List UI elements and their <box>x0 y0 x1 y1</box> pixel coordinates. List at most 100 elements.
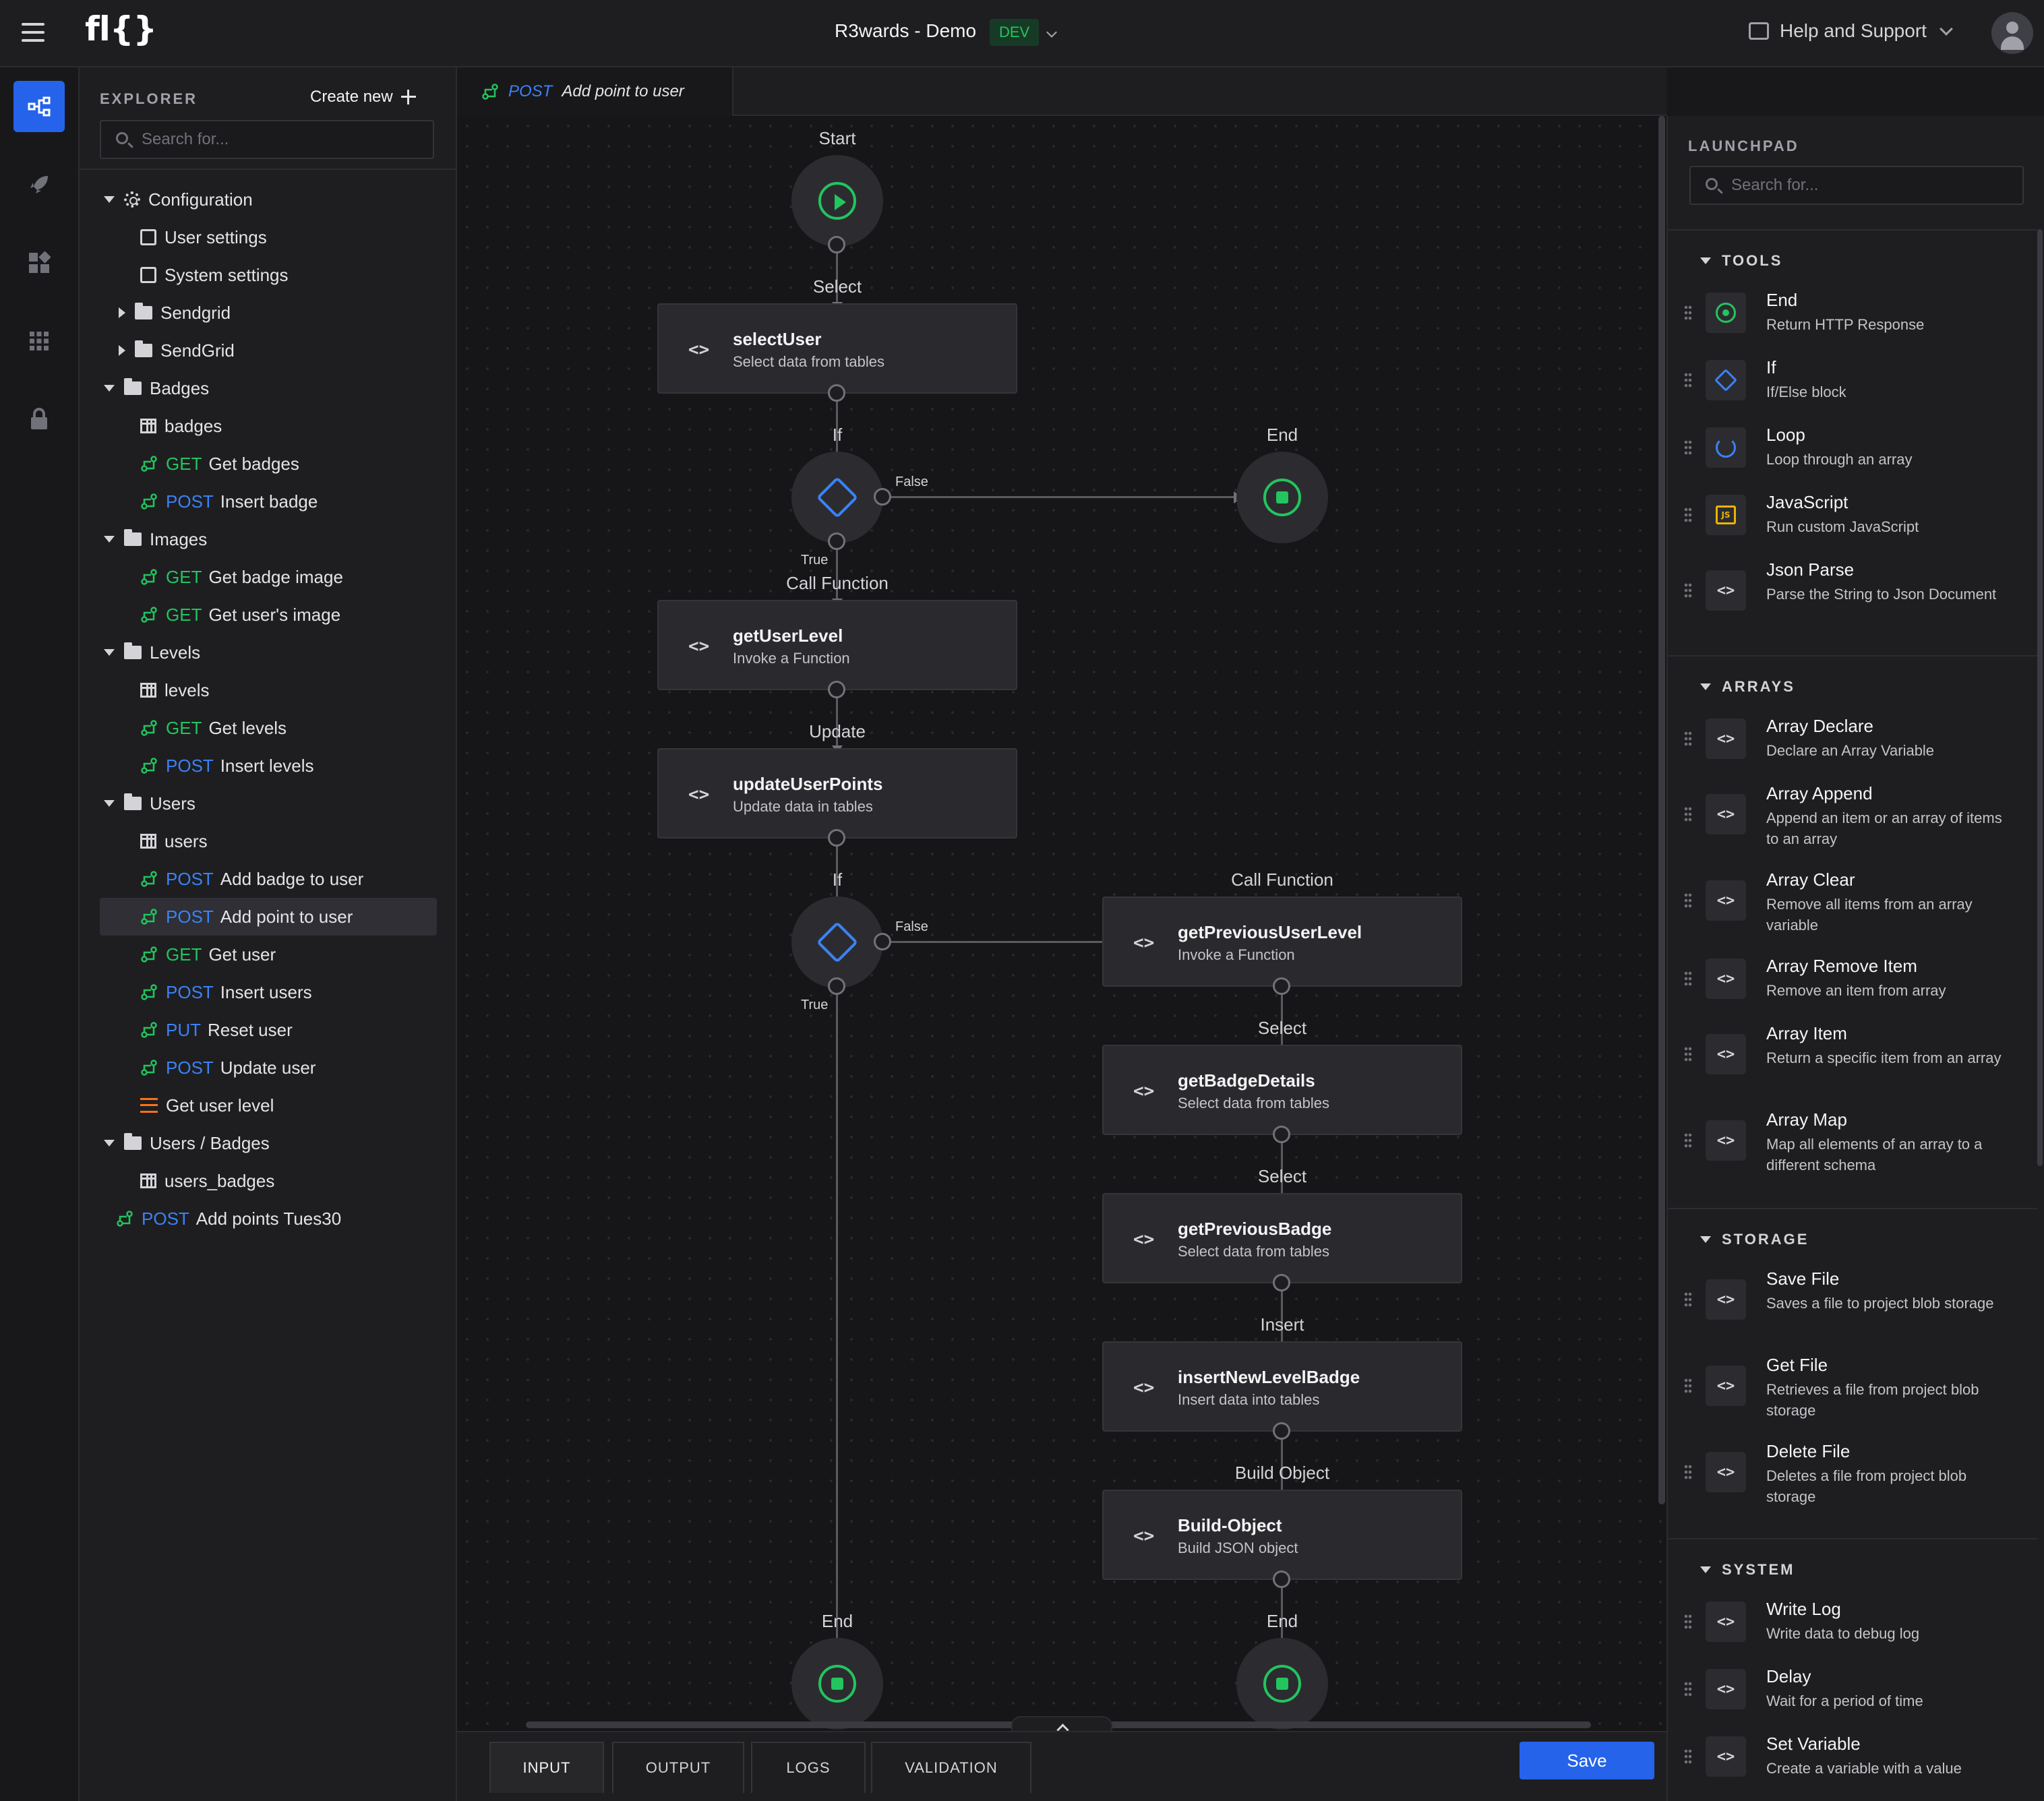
caret-down-icon[interactable] <box>104 649 115 656</box>
block-get-badge-details[interactable]: <> getBadgeDetails Select data from tabl… <box>1102 1045 1462 1135</box>
port[interactable] <box>1273 1274 1290 1291</box>
end-node[interactable] <box>1236 452 1328 543</box>
block-update-user-points[interactable]: <> updateUserPoints Update data in table… <box>657 748 1017 838</box>
drag-handle-icon[interactable] <box>1684 582 1692 599</box>
port[interactable] <box>1273 1422 1290 1440</box>
menu-icon[interactable] <box>22 23 44 42</box>
drag-handle-icon[interactable] <box>1684 1291 1692 1308</box>
caret-down-icon[interactable] <box>104 536 115 543</box>
drag-handle-icon[interactable] <box>1684 731 1692 747</box>
port[interactable] <box>828 236 845 253</box>
section-header[interactable]: TOOLS <box>1700 252 1782 270</box>
section-header[interactable]: ARRAYS <box>1700 678 1795 696</box>
flow-canvas[interactable]: Start Select <> selectUser Select data f… <box>457 116 1666 1731</box>
chevron-down-icon[interactable] <box>1046 27 1057 38</box>
rail-components-button[interactable] <box>13 237 65 288</box>
drag-handle-icon[interactable] <box>1684 1681 1692 1697</box>
launchpad-search[interactable] <box>1689 166 2024 205</box>
tree-item[interactable]: Users <box>100 785 437 822</box>
port-true[interactable] <box>828 532 845 550</box>
rail-explorer-button[interactable] <box>13 81 65 132</box>
explorer-search[interactable] <box>100 120 434 159</box>
end-node[interactable] <box>791 1638 883 1730</box>
block-get-previous-user-level[interactable]: <> getPreviousUserLevel Invoke a Functio… <box>1102 896 1462 987</box>
tab-output[interactable]: OUTPUT <box>612 1742 744 1793</box>
block-build-object[interactable]: <> Build-Object Build JSON object <box>1102 1490 1462 1580</box>
drag-handle-icon[interactable] <box>1684 971 1692 987</box>
drag-handle-icon[interactable] <box>1684 1464 1692 1480</box>
caret-down-icon[interactable] <box>104 196 115 203</box>
section-header[interactable]: STORAGE <box>1700 1231 1809 1248</box>
drag-handle-icon[interactable] <box>1684 1378 1692 1394</box>
project-name[interactable]: R3wards - Demo <box>835 20 977 41</box>
port[interactable] <box>828 384 845 402</box>
caret-down-icon[interactable] <box>104 385 115 392</box>
drag-handle-icon[interactable] <box>1684 305 1692 321</box>
tree-item[interactable]: Get user level <box>100 1087 437 1124</box>
save-button[interactable]: Save <box>1520 1742 1654 1779</box>
avatar[interactable] <box>1991 12 2033 54</box>
port-false[interactable] <box>874 933 891 950</box>
rail-security-button[interactable] <box>13 394 65 445</box>
caret-right-icon[interactable] <box>119 307 125 318</box>
tree-item[interactable]: Sendgrid <box>100 294 437 332</box>
tree-item[interactable]: users <box>100 822 437 860</box>
tab-add-point-to-user[interactable]: POST Add point to user <box>457 67 733 116</box>
tree-item[interactable]: Levels <box>100 634 437 671</box>
drag-handle-icon[interactable] <box>1684 892 1692 909</box>
drag-handle-icon[interactable] <box>1684 1748 1692 1765</box>
tree-item[interactable]: SendGrid <box>100 332 437 369</box>
block-get-user-level[interactable]: <> getUserLevel Invoke a Function <box>657 600 1017 690</box>
if-node[interactable] <box>791 896 883 988</box>
rail-apps-button[interactable] <box>13 315 65 367</box>
help-support-button[interactable]: Help and Support <box>1749 20 1953 42</box>
block-select-user[interactable]: <> selectUser Select data from tables <box>657 303 1017 394</box>
tree-item[interactable]: levels <box>100 671 437 709</box>
block-insert-new-level-badge[interactable]: <> insertNewLevelBadge Insert data into … <box>1102 1341 1462 1432</box>
explorer-search-input[interactable] <box>142 130 433 149</box>
tree-item[interactable]: badges <box>100 407 437 445</box>
drag-handle-icon[interactable] <box>1684 439 1692 456</box>
create-new-button[interactable]: Create new <box>310 88 416 106</box>
canvas-vertical-scrollbar[interactable] <box>1658 116 1665 1504</box>
section-header[interactable]: SYSTEM <box>1700 1561 1795 1579</box>
port[interactable] <box>828 829 845 847</box>
rail-deploy-button[interactable] <box>13 159 65 210</box>
tab-logs[interactable]: LOGS <box>751 1742 866 1793</box>
port-false[interactable] <box>874 488 891 506</box>
port[interactable] <box>828 681 845 698</box>
drag-handle-icon[interactable] <box>1684 1614 1692 1630</box>
tree-item[interactable]: System settings <box>100 256 437 294</box>
tree-item[interactable]: Configuration <box>100 181 437 218</box>
drag-handle-icon[interactable] <box>1684 372 1692 388</box>
drag-handle-icon[interactable] <box>1684 806 1692 822</box>
caret-down-icon[interactable] <box>104 1140 115 1147</box>
tree-item[interactable]: User settings <box>100 218 437 256</box>
port[interactable] <box>1273 977 1290 995</box>
